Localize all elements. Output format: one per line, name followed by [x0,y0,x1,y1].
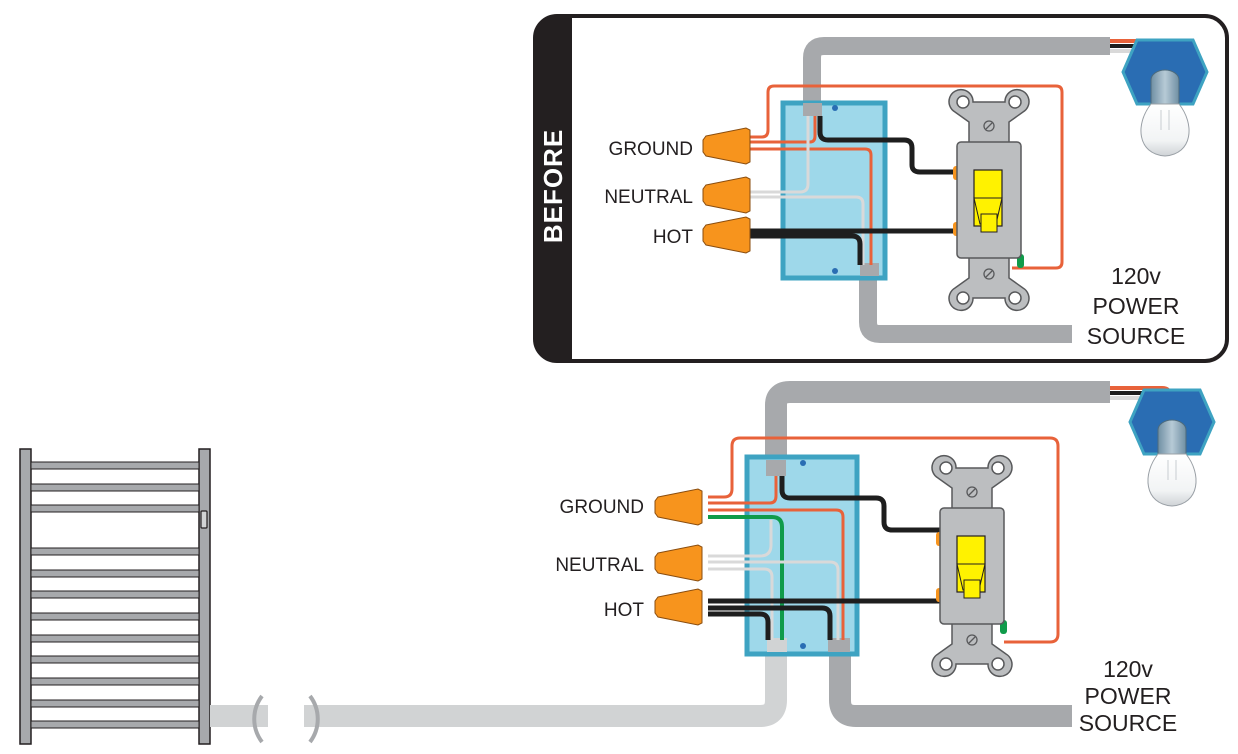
label-power-line1: 120v [1103,656,1153,682]
label-power-line3: SOURCE [1087,323,1185,349]
towel-warmer-rung [30,461,200,470]
cable-power-source [859,270,1072,343]
towel-warmer [19,448,211,745]
label-neutral: NEUTRAL [604,187,693,208]
towel-warmer-rung [30,569,200,578]
label-power-line2: POWER [1085,683,1172,709]
label-hot: HOT [653,227,694,248]
neutral-wire [708,520,773,558]
towel-warmer-rung [30,504,200,513]
ground-wire [750,84,1064,270]
towel-warmer-rungs [30,461,200,729]
after-panel: GROUND NEUTRAL HOT 120v POWER SOURCE [19,381,1216,745]
before-heading-bar [535,16,572,361]
towel-warmer-rung [30,720,200,729]
light-fixture [1128,388,1216,508]
cable-to-light [765,381,1110,470]
towel-warmer-rung [30,590,200,599]
towel-warmer-rung [30,547,200,556]
towel-warmer-control-icon [200,510,208,529]
cable-to-light [803,37,1110,110]
towel-warmer-rung [30,655,200,664]
ground-wire [708,436,1060,644]
label-power-line3: SOURCE [1079,710,1177,736]
wire-nut-hot [654,588,703,626]
light-switch [931,454,1013,678]
label-power-line2: POWER [1093,293,1180,319]
wire-nut-ground [654,488,703,526]
before-panel: BEFORE GROUND NEUTRAL HOT [533,14,1229,363]
ground-wire-green [708,515,784,640]
towel-warmer-rung [30,677,200,686]
towel-warmer-right-rail [198,448,211,745]
towel-warmer-left-rail [19,448,32,745]
cable-power-source [829,640,1072,727]
wire-nut-neutral [654,544,703,582]
label-ground: GROUND [560,497,644,518]
label-power-line1: 120v [1111,263,1161,289]
hot-wire [779,476,940,533]
cable-break-right [308,694,320,744]
box-screw [832,105,838,111]
towel-warmer-rung [30,483,200,492]
label-neutral: NEUTRAL [555,555,644,576]
cable-to-towel-warmer [210,470,787,727]
box-screw [832,268,838,274]
label-hot: HOT [604,600,645,621]
before-heading: BEFORE [538,129,568,243]
cable-break-left [252,694,264,744]
label-ground: GROUND [609,139,693,160]
towel-warmer-rung [30,612,200,621]
towel-warmer-rung [30,699,200,708]
neutral-wire [750,116,810,194]
towel-warmer-rung [30,634,200,643]
hot-wire [817,116,958,175]
